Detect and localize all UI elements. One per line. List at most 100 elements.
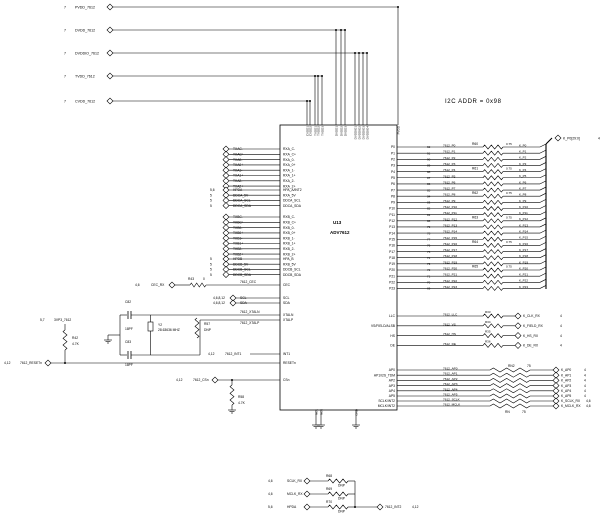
signal-connector <box>552 392 560 400</box>
power-net-label: CVDD_7612 <box>75 99 95 103</box>
sheet-ref: 4,12 <box>412 505 419 509</box>
sheet-ref: 5,6 <box>268 505 273 509</box>
junction-dot <box>354 52 356 54</box>
net-label: 7612_P10 <box>443 205 457 209</box>
net-label: 7612_P0 <box>443 144 456 148</box>
pin-number: 82 <box>427 207 431 211</box>
pin-name: P22 <box>389 281 395 285</box>
net-label: HPDA <box>287 505 297 509</box>
bottom-pin-name: NC2 <box>319 409 323 415</box>
bus-resistor <box>482 212 504 218</box>
bus-resistor <box>482 218 504 224</box>
junction-dot <box>314 75 316 77</box>
sheet-ref: 4 <box>584 379 586 383</box>
net-label: 7612_P21 <box>443 273 457 277</box>
signal-connector <box>514 312 522 320</box>
pin-name: AP0 <box>389 368 395 372</box>
bus-entry <box>539 272 547 277</box>
bus-entry <box>539 162 547 166</box>
sheet-ref: 4 <box>584 394 586 398</box>
resistor-value: 0.75 <box>506 240 512 244</box>
signal-connector <box>552 382 560 390</box>
pin-number: 77 <box>427 237 431 241</box>
sheet-ref: 4,6 <box>586 404 591 408</box>
net-label: 7612_AP2 <box>443 377 458 381</box>
pin-number: 80 <box>427 219 431 223</box>
net-label: 7612_P13 <box>443 223 457 227</box>
pin-name: MCLK/INT2 <box>378 404 395 408</box>
ref-designator: R57 <box>204 322 210 326</box>
crystal-value: 28.63636 MHZ <box>158 328 180 332</box>
net-label: K_P8 <box>519 193 527 197</box>
net-label: K_P13 <box>519 223 528 227</box>
net-label: K_P6 <box>519 180 527 184</box>
net-label: 7612_P1 <box>443 150 456 154</box>
bus-entry <box>539 186 547 191</box>
pin-number: 88 <box>427 170 431 174</box>
ref-designator: R62 <box>472 191 478 195</box>
net-label: K_P5 <box>519 174 527 178</box>
signal-connector <box>552 366 560 374</box>
pin-name: DDCA_SCL <box>283 199 301 203</box>
resistor-value: 0.75 <box>506 265 512 269</box>
bus-entry <box>539 260 547 265</box>
signal-connector <box>514 341 522 349</box>
pin-name: RXA_0+ <box>283 163 295 167</box>
sheet-ref: 4 <box>598 137 600 141</box>
net-label: K_AP0 <box>561 368 571 372</box>
resistor-value: 75 <box>527 364 531 368</box>
pin-name: P7 <box>391 188 395 192</box>
net-label: 3VP3_7612 <box>54 318 71 322</box>
pin-name: DDCA_SDA <box>283 204 302 208</box>
pin-number: 89 <box>427 164 431 168</box>
bus-connector <box>554 134 562 142</box>
net-label: K_DE_RX <box>523 344 539 348</box>
ref-designator: R70 <box>326 500 332 504</box>
net-label: 7612_XTALP <box>240 321 260 325</box>
pin-name: RXA_1+ <box>283 174 295 178</box>
net-label: SCLK_RX <box>287 479 303 483</box>
left-pin-groups: TXAC-RXA_C-TXAC+RXA_C+TXA0-RXA_0-TXA0+RX… <box>210 145 302 279</box>
pin-name: RXB_C+ <box>283 221 296 225</box>
junction-dot <box>366 52 368 54</box>
net-label: 7612_P6 <box>443 180 456 184</box>
net-label: K_P0 <box>519 143 527 147</box>
bus-resistor <box>482 175 504 181</box>
net-label: K_P1 <box>519 150 527 154</box>
bus-entry <box>539 211 547 215</box>
ref-designator: R64 <box>472 240 478 244</box>
pin-name: HPA_B <box>283 257 294 261</box>
net-label: 7612_HS <box>443 332 456 336</box>
pin-name: DDCB_SDA <box>283 273 302 277</box>
audio-resistor <box>489 393 531 399</box>
net-label: 7612_P5 <box>443 174 456 178</box>
bus-resistor <box>482 156 504 162</box>
net-label: 7612_AP0 <box>443 367 458 371</box>
junction-dot <box>397 6 399 8</box>
pin-number: 91 <box>427 151 431 155</box>
sheet-ref: 7 <box>64 5 66 9</box>
power-pin-name: DVDDIO1 <box>353 126 357 140</box>
net-label: 7612_SCLK <box>443 398 461 402</box>
net-label: K_P11 <box>519 211 528 215</box>
audio-resistor <box>489 398 531 404</box>
net-label: K_P12 <box>519 217 528 221</box>
net-label: 7612_P11 <box>443 211 457 215</box>
pin-name: P14 <box>389 231 395 235</box>
audio-resistor <box>489 403 531 409</box>
pin-name: RXA_C- <box>283 147 295 151</box>
sheet-ref: 4,12 <box>176 378 183 382</box>
bus-entry <box>539 174 547 179</box>
bus-entry <box>539 285 547 289</box>
ref-designator: R58 <box>238 395 244 399</box>
control-resistor <box>482 333 504 339</box>
signal-connector <box>514 332 522 340</box>
pin-number: 69 <box>427 287 431 291</box>
pin-name: SDA <box>283 301 291 305</box>
pin-number: 75 <box>427 250 431 254</box>
net-label: 7612_CSn <box>193 378 209 382</box>
sheet-ref: 4,12 <box>208 352 215 356</box>
